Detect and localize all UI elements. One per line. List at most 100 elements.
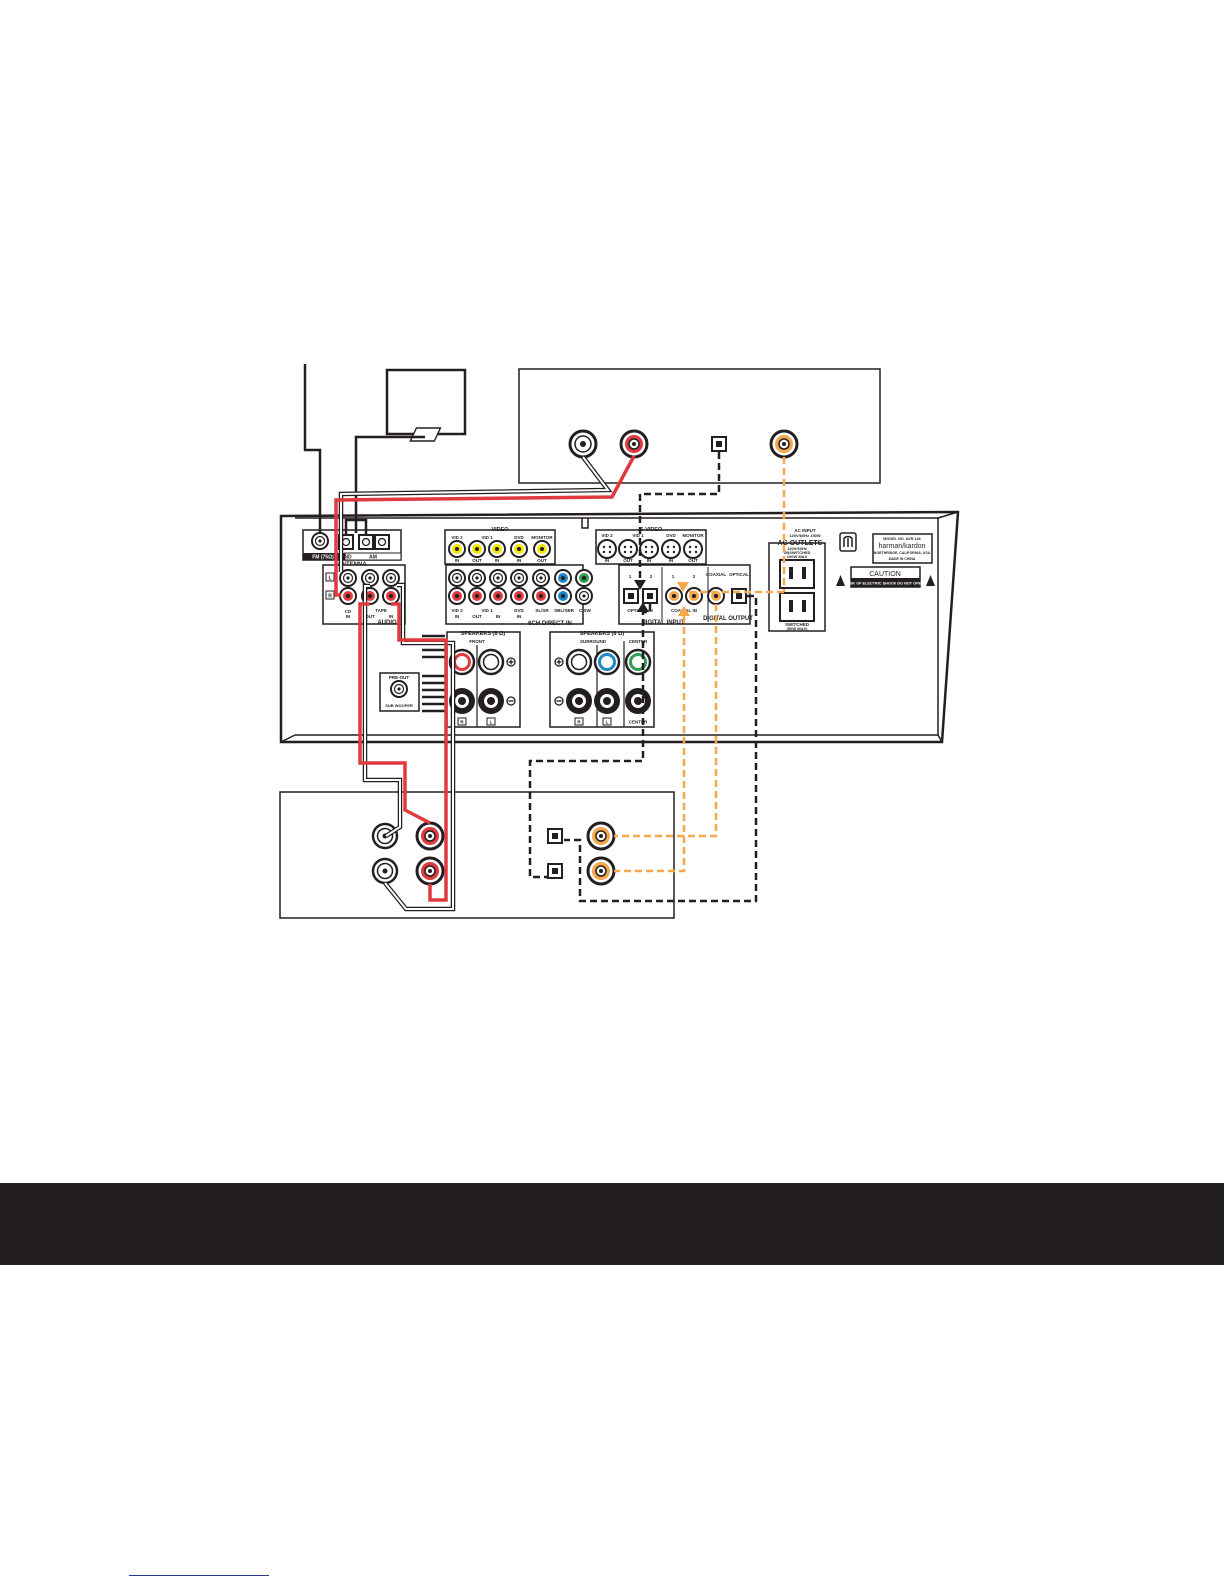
surround-r-negative-post[interactable] [566,688,592,714]
tape-deck-play-right-jack[interactable] [415,821,445,851]
svideo-vid1-in-jack[interactable] [639,539,659,559]
center-negative-post[interactable] [625,688,651,714]
tape-deck-coax-jack-2[interactable] [586,856,616,886]
rating-plate [872,533,933,564]
tape-deck-optical-jack-2[interactable] [547,863,563,879]
front-group-label: FRONT [469,639,485,644]
made-in-label: MADE IN CHINA [889,557,916,561]
digital-output-coaxial-label: COAXIAL [706,572,727,577]
lower-row-jack-1[interactable] [448,569,466,587]
direct-io-label-3: IN [496,614,501,619]
cd-label: CD [345,609,352,614]
lower-row-jack-3[interactable] [489,569,507,587]
tape-in-right-jack[interactable] [382,587,400,605]
fm-label: FM (75Ω) [312,555,334,561]
digital-output-label: DIGITAL OUTPUT [703,616,753,622]
coax-cable-arrow-up [678,606,690,616]
cd-in-label: IN [346,614,351,619]
preout-label: PRE-OUT [389,675,410,680]
direct-in-sl-jack[interactable] [554,569,572,587]
video-monitor-out-jack[interactable] [533,540,551,558]
source-coaxial-out-jack[interactable] [769,429,799,459]
lower-row-red-jack-1[interactable] [448,587,466,605]
video-vid1-in-jack[interactable] [488,540,506,558]
svideo-vid2-in-jack[interactable] [597,539,617,559]
unswitched-spec: 100W MAX [787,554,808,559]
tape-deck-optical-jack-1[interactable] [547,828,563,844]
svideo-label-dvd: DVD [666,533,676,538]
model-number: MODEL NO. AVR 146 [883,537,921,541]
svideo-vid1-out-jack[interactable] [618,539,638,559]
lower-row-jack-4[interactable] [510,569,528,587]
video-label-vid1: VID 1 [481,535,493,540]
surround-speakers-title: SPEAKERS (8 Ω) [580,631,625,637]
direct-in-center-jack[interactable] [575,569,593,587]
fm-antenna-jack[interactable] [311,532,329,550]
direct-in-section-label: 6CH DIRECT IN [528,621,572,627]
svideo-dvd-in-jack[interactable] [661,539,681,559]
am-terminal-1[interactable] [358,534,374,550]
direct-io-label-1: IN [455,614,460,619]
coaxial-in-2-jack[interactable] [685,587,703,605]
direct-in-fl-jack[interactable] [532,569,550,587]
cd-in-left-jack[interactable] [339,569,357,587]
coaxial-out-jack[interactable] [707,587,725,605]
front-l-negative-post[interactable] [478,688,504,714]
surround-r-positive-post[interactable] [565,648,593,676]
source-component-box [518,368,881,484]
video-group-label: VIDEO [491,527,509,533]
am-terminal-2[interactable] [374,534,390,550]
front-minus-icon [506,696,516,706]
lower-row-red-jack-3[interactable] [489,587,507,605]
direct-in-sr-jack[interactable] [554,587,572,605]
direct-in-sub-jack[interactable] [575,587,593,605]
source-audio-right-jack[interactable] [619,429,649,459]
front-plus-icon [506,657,516,667]
optical-in-number-2: 2 [650,574,653,579]
source-audio-left-jack[interactable] [568,429,598,459]
caution-text: RISK OF ELECTRIC SHOCK DO NOT OPEN [846,582,924,586]
video-label-dvd: DVD [514,535,524,540]
digital-output-optical-label: OPTICAL [729,572,749,577]
source-optical-out-jack[interactable] [711,436,727,452]
front-channel-tags [457,717,496,726]
video-vid1-out-jack[interactable] [468,540,486,558]
audio-channel-markers [325,572,335,600]
surround-l-negative-post[interactable] [594,688,620,714]
surround-l-positive-post[interactable] [593,648,621,676]
optical-in-1-jack[interactable] [623,588,639,604]
coaxial-in-1-jack[interactable] [665,587,683,605]
surround-l-tag: L [606,720,609,725]
direct-in-fr-jack[interactable] [532,587,550,605]
lower-row-red-jack-2[interactable] [468,587,486,605]
front-l-positive-post[interactable] [477,648,505,676]
digital-input-label: DIGITAL INPUT [641,620,684,626]
am-label: AM [369,555,377,561]
tape-out-left-jack[interactable] [361,569,379,587]
cd-in-right-jack[interactable] [339,587,357,605]
video-io-label-5: OUT [537,558,547,563]
video-dvd-in-jack[interactable] [510,540,528,558]
lower-row-jack-2[interactable] [468,569,486,587]
tape-in-left-jack[interactable] [382,569,400,587]
brand-name: harman/kardon [878,543,925,550]
optical-in-2-jack[interactable] [642,588,658,604]
surround-channel-tags [574,717,612,726]
svideo-monitor-out-jack[interactable] [683,539,703,559]
surround-speakers-frame [549,631,655,728]
tape-deck-rec-right-jack[interactable] [415,856,445,886]
video-io-label-2: OUT [472,558,482,563]
direct-label-dvd: DVD [514,608,524,613]
optical-cable-top [638,452,721,588]
tape-deck-rec-left-jack[interactable] [371,857,399,885]
brand-location: NORTHRIDGE, CALIFORNIA, USA [874,551,931,555]
subwoofer-preout-jack[interactable] [390,680,408,698]
video-vid2-in-jack[interactable] [448,540,466,558]
svideo-label-vid2: VID 2 [601,533,613,538]
tape-deck-coax-jack-1[interactable] [586,821,616,851]
tape-deck-play-left-jack[interactable] [371,822,399,850]
optical-cable-arrow-down [634,580,646,590]
lower-row-red-jack-4[interactable] [510,587,528,605]
center-positive-post[interactable] [624,648,652,676]
